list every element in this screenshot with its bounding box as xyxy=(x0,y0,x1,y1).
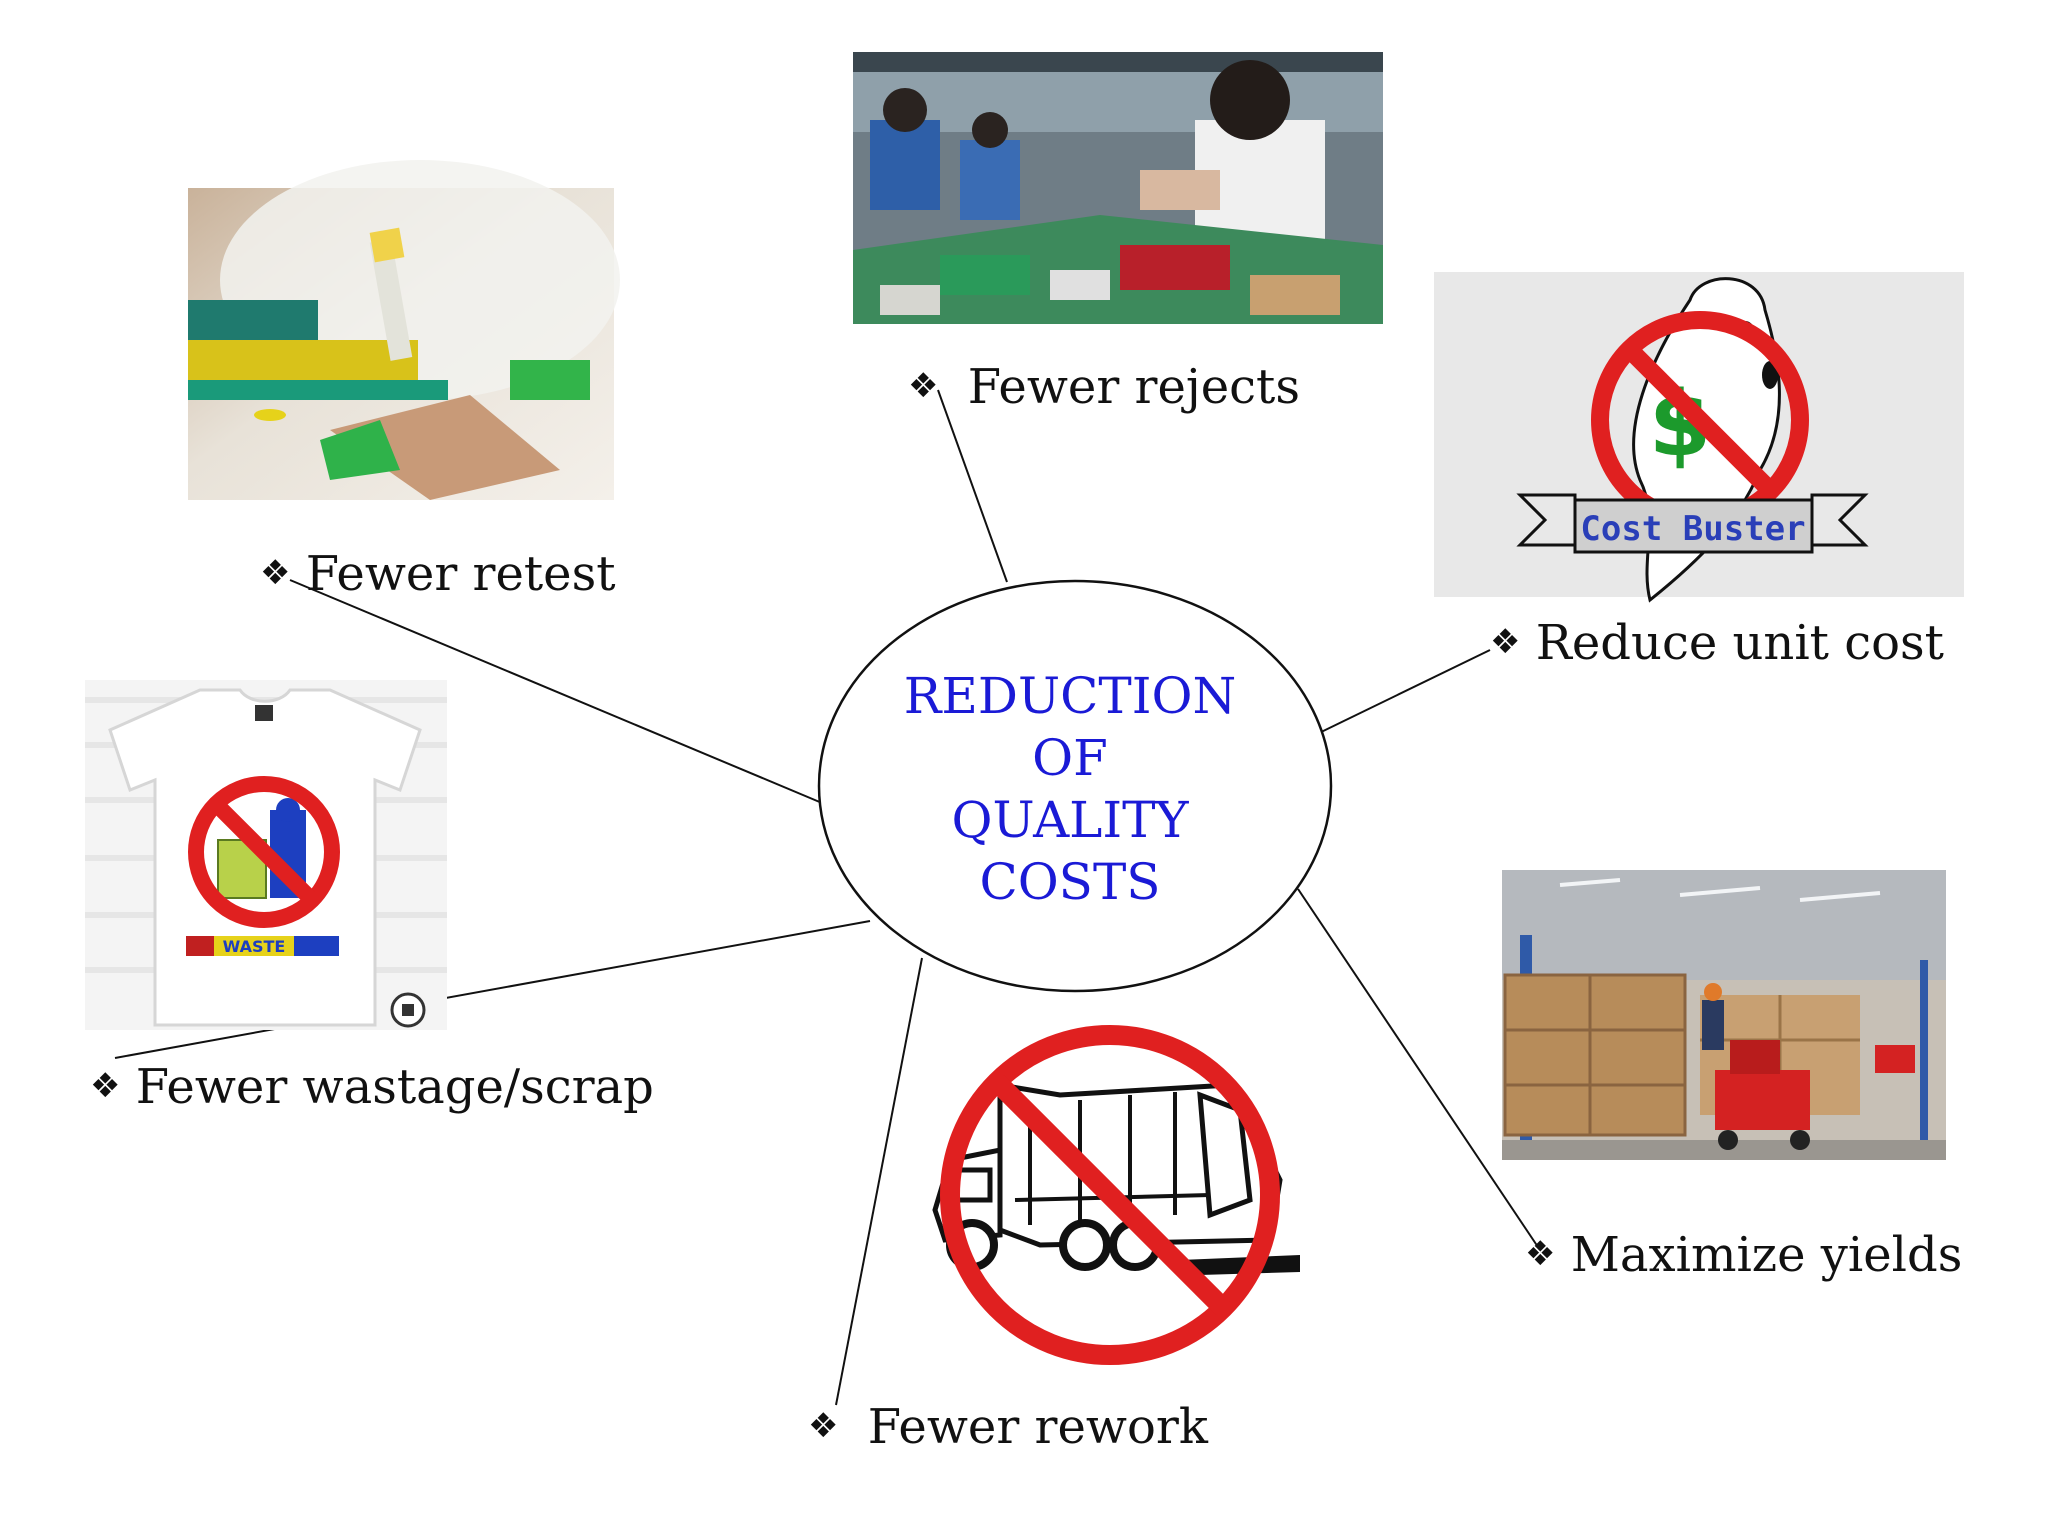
diamond-bullet-icon: ❖ xyxy=(908,366,939,406)
benefit-fewer-rework: ❖ Fewer rework xyxy=(808,1398,1208,1455)
factory-workers-photo xyxy=(853,52,1383,324)
benefit-fewer-rejects: ❖ Fewer rejects xyxy=(908,358,1300,415)
benefit-label: Reduce unit cost xyxy=(1535,615,1944,671)
benefit-label: Fewer rejects xyxy=(967,359,1300,415)
benefit-label: Fewer rework xyxy=(867,1399,1208,1455)
cost-buster-image: $ Cost Buster xyxy=(1434,272,1964,603)
benefit-label: Maximize yields xyxy=(1570,1227,1963,1283)
diamond-bullet-icon: ❖ xyxy=(1490,622,1521,662)
connector-rework xyxy=(835,957,923,1406)
lab-testing-photo xyxy=(188,160,620,500)
connector-rejects xyxy=(937,389,1008,583)
benefit-label: Fewer wastage/scrap xyxy=(135,1059,654,1115)
diamond-bullet-icon: ❖ xyxy=(1525,1234,1556,1274)
center-title: REDUCTION OF QUALITY COSTS xyxy=(890,665,1250,913)
center-title-line-2: OF xyxy=(1032,729,1108,787)
no-waste-banner-text: WASTE xyxy=(223,937,286,956)
benefit-label: Fewer retest xyxy=(305,546,616,602)
benefit-fewer-wastage: ❖ Fewer wastage/scrap xyxy=(90,1058,654,1115)
diamond-bullet-icon: ❖ xyxy=(808,1406,839,1446)
diamond-bullet-icon: ❖ xyxy=(90,1066,121,1106)
center-title-line-1: REDUCTION xyxy=(903,667,1237,725)
connector-yields xyxy=(1297,888,1541,1251)
no-garbage-truck-image xyxy=(932,1025,1300,1365)
benefit-reduce-unit-cost: ❖ Reduce unit cost xyxy=(1490,614,1944,671)
connector-retest xyxy=(289,579,823,804)
center-title-line-4: COSTS xyxy=(979,853,1161,911)
connector-wastage xyxy=(114,920,871,1059)
cost-buster-banner-text: Cost Buster xyxy=(1580,509,1805,549)
benefit-maximize-yields: ❖ Maximize yields xyxy=(1525,1226,1962,1283)
no-waste-tshirt-image: WASTE xyxy=(85,680,447,1030)
connector-unit-cost xyxy=(1314,649,1491,736)
connectors xyxy=(114,389,1541,1406)
diamond-bullet-icon: ❖ xyxy=(260,553,291,593)
center-title-line-3: QUALITY xyxy=(951,791,1189,849)
center-ellipse xyxy=(817,579,1333,993)
benefit-fewer-retest: ❖ Fewer retest xyxy=(260,545,616,602)
warehouse-photo xyxy=(1502,870,1946,1160)
